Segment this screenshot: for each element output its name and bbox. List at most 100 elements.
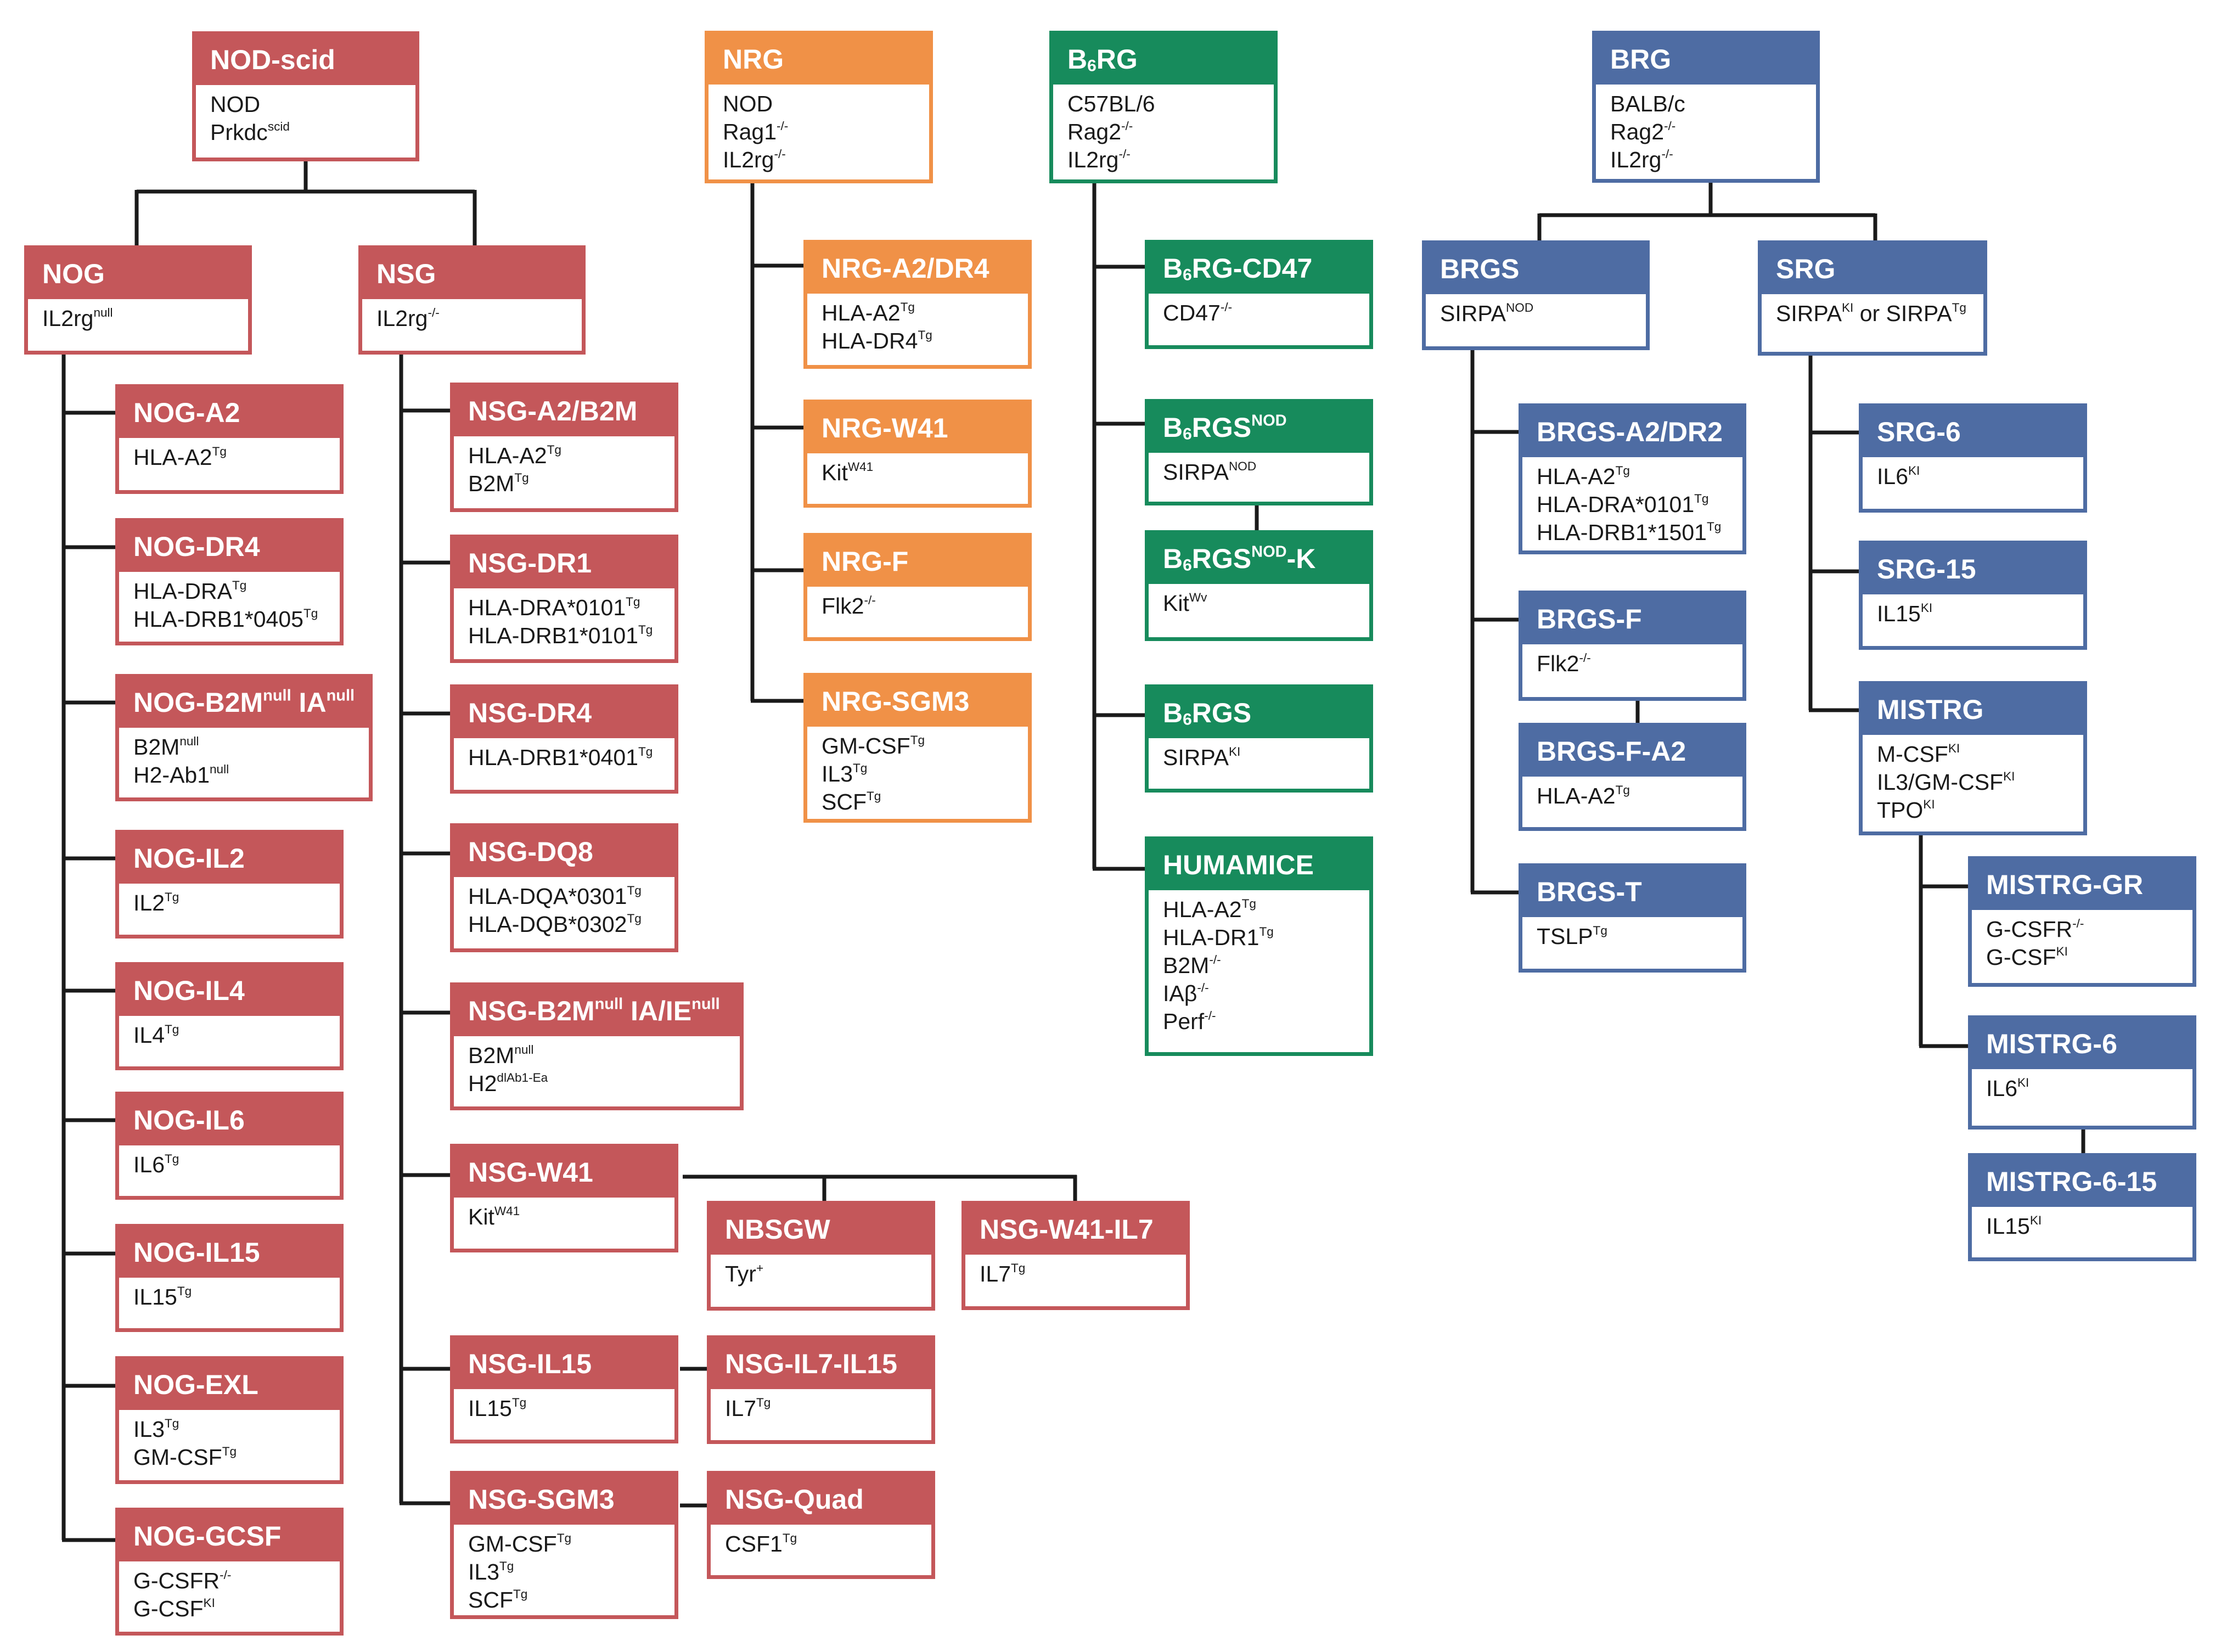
- strain-name: NSG: [362, 249, 582, 299]
- text-run: IA: [291, 687, 327, 718]
- genotype-line: IL2rg-/-: [1067, 146, 1274, 174]
- text-run: SRG: [1776, 254, 1836, 284]
- text-run: Rag1: [723, 119, 777, 144]
- superscript: Tg: [1615, 783, 1630, 797]
- text-run: H2: [468, 1071, 497, 1096]
- genotype-list: KitWv: [1149, 584, 1369, 622]
- text-run: HLA-DRA*0101: [1537, 492, 1695, 517]
- strain-name: NRG-SGM3: [807, 677, 1028, 727]
- strain-name: NRG-A2/DR4: [807, 244, 1028, 294]
- genotype-line: HLA-A2Tg: [822, 299, 1028, 327]
- superscript: -/-: [1197, 981, 1209, 995]
- genotype-line: C57BL/6: [1067, 90, 1274, 118]
- text-run: SIRPA: [1776, 301, 1842, 326]
- text-run: BRGS-F-A2: [1537, 736, 1686, 767]
- superscript: KI: [2056, 945, 2068, 959]
- superscript: Tg: [1259, 925, 1274, 939]
- text-run: HLA-A2: [1163, 897, 1242, 922]
- text-run: NSG-A2/B2M: [468, 396, 638, 426]
- genotype-line: GM-CSFTg: [133, 1443, 340, 1471]
- text-run: HLA-DQB*0302: [468, 912, 627, 937]
- genotype-line: Tyr+: [725, 1260, 931, 1288]
- strain-name: NSG-DR1: [454, 538, 674, 588]
- genotype-list: HLA-A2Tg: [119, 438, 340, 476]
- genotype-list: IL4Tg: [119, 1016, 340, 1054]
- text-run: IL4: [133, 1022, 165, 1048]
- genotype-line: IL3Tg: [468, 1558, 674, 1586]
- text-run: IL2rg: [376, 306, 428, 331]
- genotype-line: HLA-DRA*0101Tg: [468, 594, 674, 622]
- text-run: -K: [1286, 543, 1316, 574]
- genotype-line: Rag2-/-: [1610, 118, 1816, 146]
- text-run: MISTRG-6: [1986, 1029, 2117, 1059]
- genotype-line: HLA-DQB*0302Tg: [468, 911, 674, 939]
- genotype-line: Flk2-/-: [1537, 650, 1742, 678]
- genotype-line: IL7Tg: [980, 1260, 1186, 1288]
- genotype-line: H2-Ab1null: [133, 761, 369, 789]
- text-run: IL2rg: [42, 306, 94, 331]
- genotype-line: IL7Tg: [725, 1395, 931, 1423]
- text-run: BRGS-T: [1537, 876, 1642, 907]
- text-run: HLA-A2: [468, 443, 547, 468]
- strain-name: NSG-SGM3: [454, 1475, 674, 1525]
- text-run: HLA-A2: [822, 300, 901, 325]
- strain-name: NSG-DR4: [454, 688, 674, 738]
- superscript: KI: [203, 1596, 215, 1610]
- genotype-line: Flk2-/-: [822, 592, 1028, 620]
- text-run: Prkdc: [210, 120, 268, 145]
- text-run: G-CSFR: [1986, 917, 2073, 942]
- genotype-line: NOD: [210, 91, 415, 119]
- genotype-line: H2dlAb1-Ea: [468, 1070, 740, 1098]
- text-run: B: [1163, 698, 1183, 728]
- strain-name: NSG-B2Mnull IA/IEnull: [454, 986, 740, 1036]
- genotype-line: G-CSFKI: [133, 1595, 340, 1623]
- text-run: B: [1163, 253, 1183, 284]
- text-run: M-CSF: [1877, 741, 1948, 767]
- strain-name: NSG-DQ8: [454, 827, 674, 877]
- text-run: IAβ: [1163, 981, 1197, 1006]
- text-run: NOG-IL4: [133, 975, 245, 1006]
- strain-name: NOG-A2: [119, 388, 340, 438]
- text-run: RGS: [1191, 543, 1252, 574]
- genotype-list: IL15KI: [1863, 594, 2083, 632]
- text-run: TSLP: [1537, 924, 1593, 949]
- genotype-list: IL15Tg: [454, 1389, 674, 1427]
- superscript: -/-: [1220, 300, 1233, 314]
- text-run: IL3: [822, 761, 853, 786]
- strain-name: BRGS-F-A2: [1522, 727, 1742, 777]
- strain-name: NOG-IL2: [119, 834, 340, 884]
- genotype-line: HLA-DRA*0101Tg: [1537, 491, 1742, 519]
- text-run: NSG-DR1: [468, 548, 592, 578]
- genotype-line: IL3/GM-CSFKI: [1877, 768, 2083, 796]
- genotype-line: B2M-/-: [1163, 952, 1369, 980]
- text-run: Rag2: [1610, 119, 1665, 144]
- strain-name: NSG-W41: [454, 1148, 674, 1198]
- text-run: SRG-15: [1877, 554, 1976, 585]
- text-run: SRG-6: [1877, 417, 1961, 447]
- genotype-list: SIRPAKI: [1149, 738, 1369, 776]
- superscript: Tg: [918, 328, 932, 342]
- text-run: NOG-A2: [133, 397, 240, 428]
- text-run: G-CSF: [1986, 945, 2056, 970]
- text-run: SIRPA: [1163, 459, 1229, 485]
- genotype-list: IL2Tg: [119, 884, 340, 921]
- text-run: NSG-DQ8: [468, 836, 593, 867]
- text-run: NOG-B2M: [133, 687, 263, 718]
- superscript: Tg: [1615, 464, 1630, 478]
- genotype-list: KitW41: [807, 453, 1028, 491]
- strain-name: NOG-B2Mnull IAnull: [119, 678, 369, 728]
- text-run: IL2rg: [1610, 147, 1662, 172]
